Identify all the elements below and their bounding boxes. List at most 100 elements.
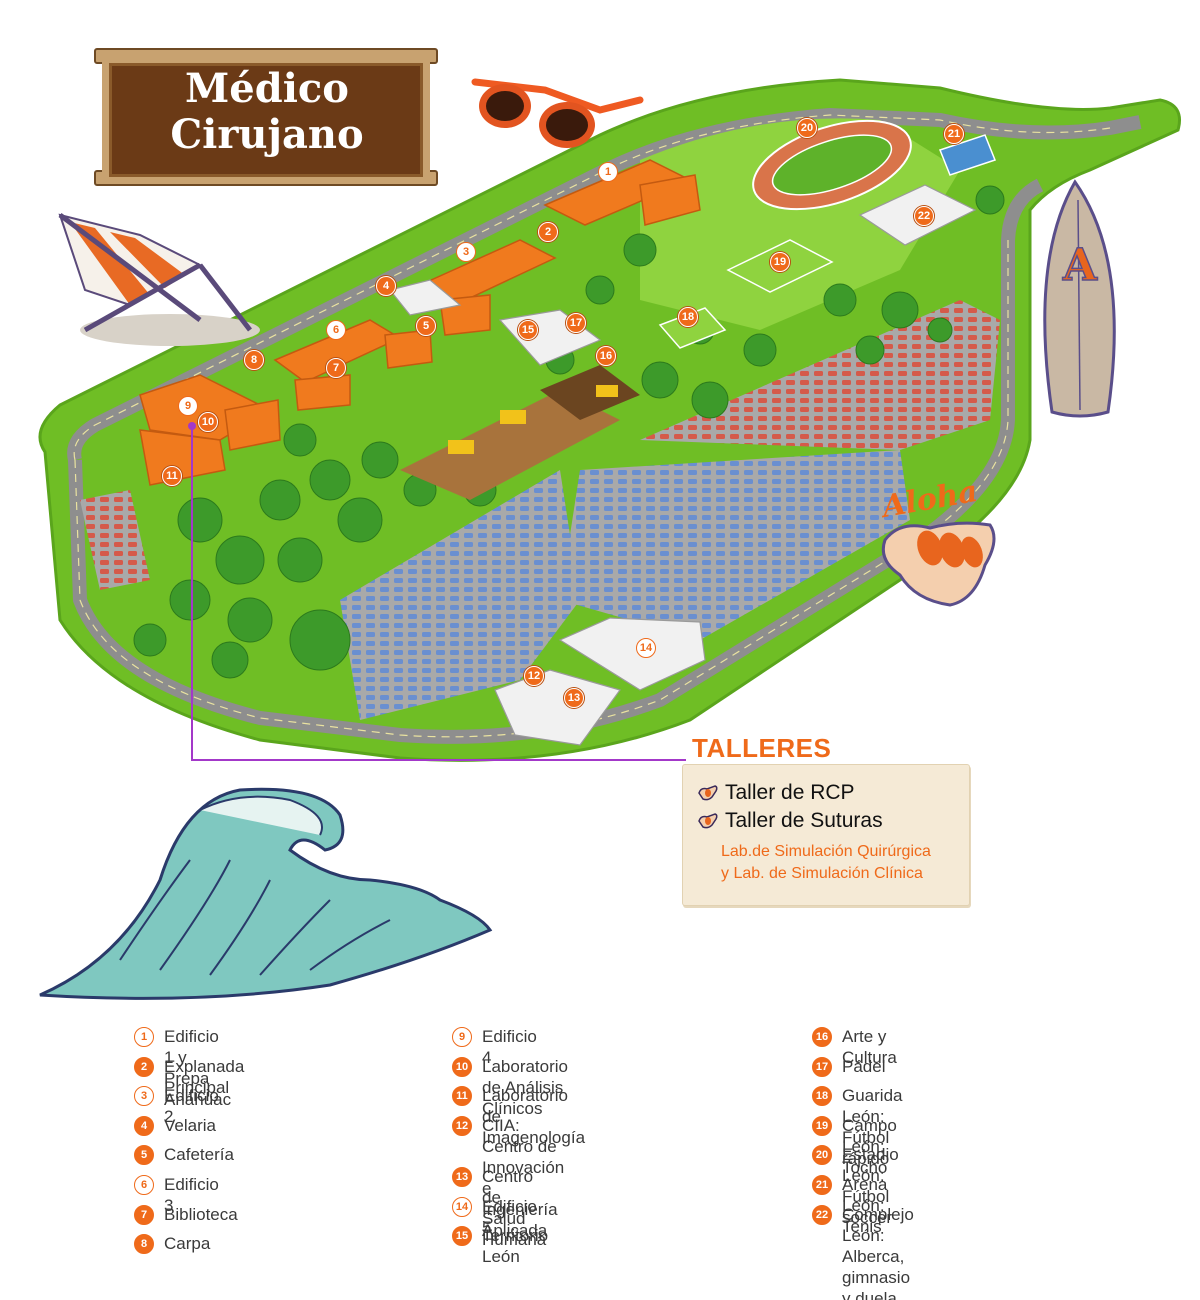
talleres-card: Taller de RCP Taller de Suturas Lab.de S… <box>682 764 970 906</box>
legend-label: Velaria <box>164 1116 216 1135</box>
talleres-pointer-dot <box>188 422 196 430</box>
legend-item-7: 7 Biblioteca <box>134 1204 238 1225</box>
legend-number-badge: 18 <box>812 1086 832 1106</box>
wave-icon <box>39 787 493 1000</box>
map-marker-7[interactable]: 7 <box>326 358 346 378</box>
map-marker-3[interactable]: 3 <box>456 242 476 262</box>
talleres-pointer-line <box>191 426 686 761</box>
legend-label: Centro de Salud Humana <box>482 1167 547 1249</box>
legend-number-badge: 6 <box>134 1175 154 1195</box>
map-marker-10[interactable]: 10 <box>198 412 218 432</box>
legend-label: Complejo León: Alberca, gimnasio y duela <box>842 1205 914 1300</box>
title-line-1: Médico <box>185 65 349 112</box>
legend-number-badge: 8 <box>134 1234 154 1254</box>
beach-chair-icon <box>58 213 260 346</box>
legend-number-badge: 1 <box>134 1027 154 1047</box>
legend-number-badge: 21 <box>812 1175 832 1195</box>
legend-label: Estadio León: Fútbol soccer <box>842 1145 899 1227</box>
shaka-hand-icon <box>698 785 718 801</box>
map-marker-11[interactable]: 11 <box>162 466 182 486</box>
construction-site <box>400 365 640 500</box>
legend-number-badge: 7 <box>134 1205 154 1225</box>
legend-number-badge: 4 <box>134 1116 154 1136</box>
legend-number-badge: 14 <box>452 1197 472 1217</box>
map-marker-22[interactable]: 22 <box>914 206 934 226</box>
legend-number-badge: 13 <box>452 1167 472 1187</box>
legend-number-badge: 10 <box>452 1057 472 1077</box>
legend-label: Laboratorio de Imagenología <box>482 1086 586 1147</box>
legend-label: Carpa <box>164 1234 211 1253</box>
legend-label: Edificio 4 <box>482 1027 537 1067</box>
map-marker-20[interactable]: 20 <box>797 118 817 138</box>
taller-label: Taller de RCP <box>725 781 855 804</box>
map-marker-5[interactable]: 5 <box>416 316 436 336</box>
map-marker-15[interactable]: 15 <box>518 320 538 340</box>
legend-number-badge: 16 <box>812 1027 832 1047</box>
legend-item-1: 1 Edificio 1 y Prepa Anáhuac <box>134 1026 231 1110</box>
map-marker-9[interactable]: 9 <box>178 396 198 416</box>
map-marker-6[interactable]: 6 <box>326 320 346 340</box>
title-line-2: Cirujano <box>170 111 364 158</box>
campus-map: A <box>38 78 1181 1000</box>
surfboard-icon: A <box>1043 179 1116 418</box>
map-marker-4[interactable]: 4 <box>376 276 396 296</box>
map-marker-16[interactable]: 16 <box>596 346 616 366</box>
taller-item-rcp: Taller de RCP <box>697 781 855 805</box>
legend-item-2: 2 Explanada Principal <box>134 1056 244 1098</box>
page-title: Médico Cirujano <box>112 66 422 158</box>
tree-clusters <box>133 185 1005 679</box>
parking-lots <box>80 300 1000 720</box>
legend-item-21: 21 Arena León: Tenis <box>812 1174 887 1237</box>
legend-number-badge: 5 <box>134 1145 154 1165</box>
shaka-hand-icon <box>881 521 996 607</box>
sunglasses-icon <box>471 78 644 148</box>
map-marker-19[interactable]: 19 <box>770 252 790 272</box>
map-marker-17[interactable]: 17 <box>566 313 586 333</box>
talleres-note: Lab.de Simulación Quirúrgica y Lab. de S… <box>721 841 931 885</box>
legend-number-badge: 3 <box>134 1086 154 1106</box>
legend-item-18: 18 Guarida León: Fútbol rápido <box>812 1085 902 1169</box>
legend-label: Arena León: Tenis <box>842 1175 888 1236</box>
map-marker-14[interactable]: 14 <box>636 638 656 658</box>
legend-item-6: 6 Edificio 3 <box>134 1174 219 1216</box>
legend-item-22: 22 Complejo León: Alberca, gimnasio y due… <box>812 1204 914 1300</box>
legend-number-badge: 12 <box>452 1116 472 1136</box>
legend-label: Edificio 1 y Prepa Anáhuac <box>164 1027 232 1109</box>
map-marker-13[interactable]: 13 <box>564 688 584 708</box>
map-marker-2[interactable]: 2 <box>538 222 558 242</box>
map-marker-1[interactable]: 1 <box>598 162 618 182</box>
legend-label: Explanada Principal <box>164 1057 245 1097</box>
legend-label: Guarida León: Fútbol rápido <box>842 1086 903 1168</box>
legend-label: Edificio 5 <box>482 1197 537 1237</box>
talleres-heading: TALLERES <box>692 733 832 763</box>
map-marker-8[interactable]: 8 <box>244 350 264 370</box>
map-marker-12[interactable]: 12 <box>524 666 544 686</box>
legend-number-badge: 15 <box>452 1226 472 1246</box>
legend-label: Campo León: Tocho <box>842 1116 897 1177</box>
legend-label: Biblioteca <box>164 1205 238 1224</box>
legend-label: Pádel <box>842 1057 886 1076</box>
legend-label: Laboratorio de Análisis Clínicos <box>482 1057 569 1118</box>
talleres-note-line-2: y Lab. de Simulación Clínica <box>721 865 923 882</box>
talleres-note-line-1: Lab.de Simulación Quirúrgica <box>721 843 931 860</box>
taller-label: Taller de Suturas <box>725 809 883 832</box>
legend-number-badge: 22 <box>812 1205 832 1225</box>
legend-item-14: 14 Edificio 5 <box>452 1196 537 1238</box>
legend-number-badge: 2 <box>134 1057 154 1077</box>
legend-number-badge: 11 <box>452 1086 472 1106</box>
map-marker-18[interactable]: 18 <box>678 307 698 327</box>
sign-board <box>102 56 430 184</box>
map-marker-21[interactable]: 21 <box>944 124 964 144</box>
legend-item-13: 13 Centro de Salud Humana <box>452 1166 546 1250</box>
buildings <box>139 159 701 486</box>
legend-label: Edificio 3 <box>164 1175 219 1215</box>
